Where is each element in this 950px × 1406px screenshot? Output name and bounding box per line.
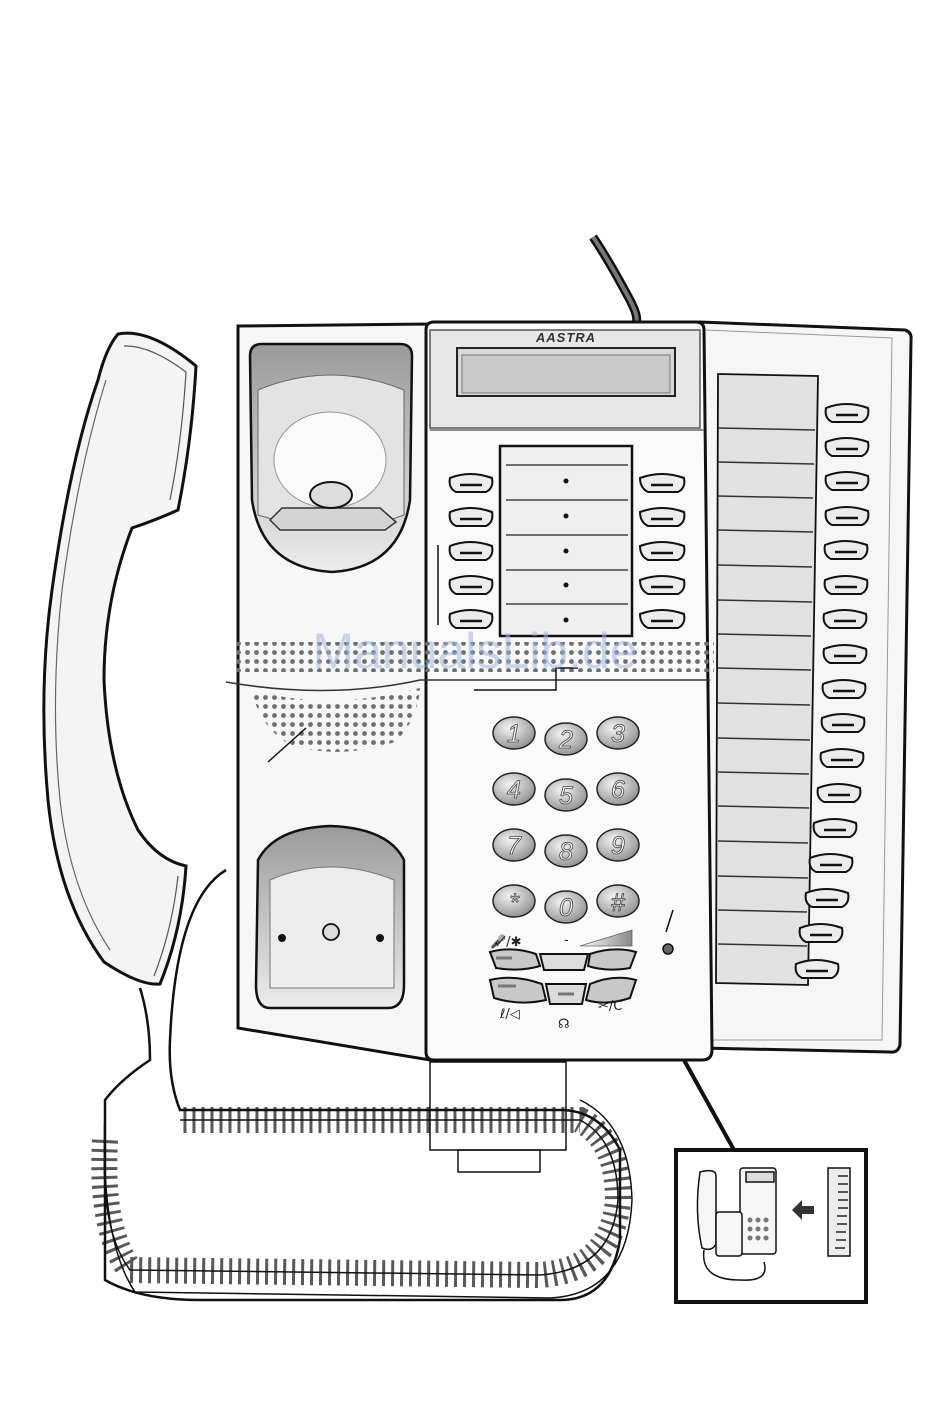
key-2[interactable]: 2 [545, 723, 587, 755]
key-1[interactable]: 1 [493, 717, 535, 749]
key-0[interactable]: 0 [545, 891, 587, 923]
watermark: ManualsLib.de [312, 623, 637, 679]
svg-text:2: 2 [558, 726, 573, 754]
label-strip [500, 446, 632, 636]
headset-icon: ☊ [558, 1017, 570, 1032]
key-7[interactable]: 7 [493, 829, 535, 861]
key-5[interactable]: 5 [545, 779, 587, 811]
key-8[interactable]: 8 [545, 835, 587, 867]
svg-text:8: 8 [559, 838, 573, 866]
speaker-icon: ℓ/◁ [499, 1007, 520, 1022]
svg-text:1: 1 [507, 720, 521, 748]
key-6[interactable]: 6 [597, 773, 639, 805]
brand-logo: AASTRA [535, 330, 596, 345]
coil-bottom [104, 1120, 618, 1275]
svg-text:*: * [509, 889, 520, 917]
mute-icon: 🎤̸/✱ [490, 933, 521, 950]
svg-text:5: 5 [559, 782, 573, 810]
message-led [663, 944, 673, 954]
key-4[interactable]: 4 [493, 773, 535, 805]
svg-text:7: 7 [507, 832, 522, 860]
volume-mid-button[interactable] [540, 954, 588, 970]
handset [44, 333, 196, 984]
key-9[interactable]: 9 [597, 829, 639, 861]
expansion-label-card [716, 374, 818, 985]
volume-up-button[interactable] [588, 949, 636, 969]
clear-icon: ✂/C [598, 999, 622, 1014]
inset-expansion [828, 1168, 850, 1256]
svg-text:4: 4 [507, 776, 521, 804]
svg-text:#: # [611, 889, 626, 917]
volume-down-button[interactable] [490, 949, 540, 969]
svg-text:3: 3 [611, 720, 625, 748]
svg-text:0: 0 [559, 894, 573, 922]
key-hash[interactable]: # [597, 885, 639, 917]
minus-icon: - [564, 933, 569, 948]
speaker-button[interactable] [490, 978, 546, 1003]
key-3[interactable]: 3 [597, 717, 639, 749]
svg-text:9: 9 [611, 832, 625, 860]
key-star[interactable]: * [493, 885, 535, 917]
svg-text:6: 6 [611, 776, 625, 804]
hook-switch[interactable] [310, 482, 352, 508]
